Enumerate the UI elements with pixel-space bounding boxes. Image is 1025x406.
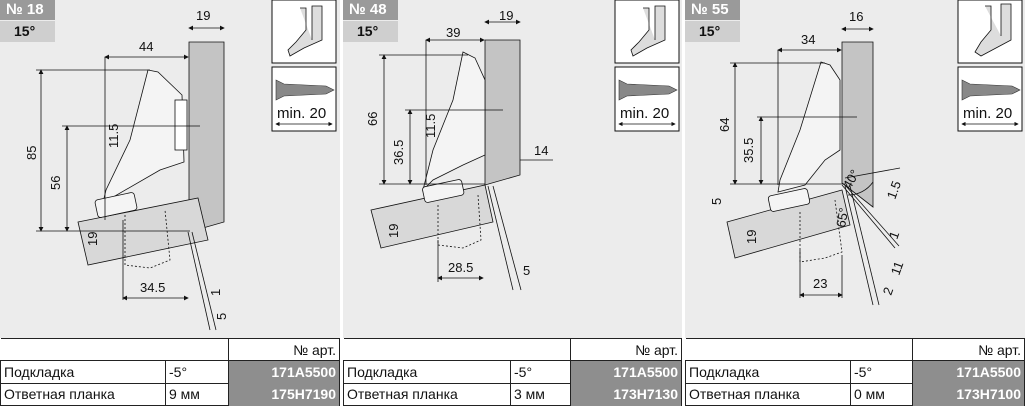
row-value: 0 мм — [850, 382, 913, 406]
article-table: № арт. Подкладка-5°171A5500 Ответная пла… — [685, 337, 1025, 406]
dim-height-total: 85 — [24, 146, 39, 160]
dim-door: 19 — [744, 230, 759, 244]
article-number: 173H7130 — [570, 383, 682, 406]
article-header: № арт. — [570, 337, 682, 362]
table-row: Подкладка-5°171A5500 — [343, 360, 682, 384]
dim-height-mid: 56 — [48, 176, 63, 190]
article-header: № арт. — [228, 337, 340, 362]
model-number-badge: № 18 — [0, 0, 55, 20]
dim-gap-a: 1.5 — [884, 179, 904, 201]
panel-55: 16 34 64 35.5 5 19 65° 40° 1.5 1 11 23 2… — [685, 0, 1025, 406]
hinge-drawing: 19 44 85 56 11.5 19 34.5 1 5 min. 20 — [24, 0, 337, 331]
row-value: -5° — [510, 360, 571, 384]
article-header: № арт. — [912, 337, 1025, 362]
row-value: 3 мм — [510, 382, 571, 406]
row-label: Подкладка — [685, 360, 851, 384]
dim-door: 19 — [386, 224, 401, 238]
screw-icon-box — [614, 66, 680, 132]
screw-icon — [961, 79, 1021, 101]
hinge-arm — [777, 61, 841, 193]
row-label: Подкладка — [0, 360, 166, 384]
dim-cup: 44 — [139, 39, 153, 54]
dim-height-total: 66 — [365, 112, 380, 126]
table-row: Подкладка-5°171A5500 — [0, 360, 340, 384]
door-panel — [77, 197, 209, 266]
model-number-badge: № 48 — [343, 0, 398, 20]
dim-wall: 16 — [849, 9, 863, 24]
article-number: 173H7100 — [912, 383, 1025, 406]
dim-gap-a: 1 — [208, 289, 223, 296]
dim-angle-a: 65° — [833, 207, 851, 229]
dim-cup: 39 — [446, 25, 460, 40]
hinge-arm — [422, 51, 486, 192]
article-number: 171A5500 — [912, 360, 1025, 384]
hinge-drawing: 16 34 64 35.5 5 19 65° 40° 1.5 1 11 23 2… — [709, 0, 1023, 306]
article-table: № арт. Подкладка-5°171A5500 Ответная пла… — [0, 337, 340, 406]
angle-badge: 15° — [0, 21, 55, 42]
dim-gap-b: 1 — [886, 229, 903, 241]
screw-length: min. 20 — [620, 105, 669, 122]
article-number: 171A5500 — [570, 360, 682, 384]
screw-icon-box — [957, 66, 1023, 132]
screw-icon-box — [271, 66, 337, 132]
screw-icon — [618, 79, 678, 101]
dim-gap-b: 5 — [214, 313, 229, 320]
row-label: Ответная планка — [0, 382, 166, 406]
dim-bore: 34.5 — [140, 280, 165, 295]
screw-length: min. 20 — [277, 105, 326, 122]
panel-48: 19 39 66 36.5 11.5 14 19 28.5 5 min. 20 … — [343, 0, 682, 406]
dim-bore: 23 — [813, 276, 827, 291]
dim-gap-d: 2 — [880, 285, 897, 297]
row-label: Ответная планка — [685, 382, 851, 406]
angle-badge: 15° — [685, 21, 740, 42]
panel-18: 19 44 85 56 11.5 19 34.5 1 5 min. 20 № 1… — [0, 0, 340, 406]
dim-height-total: 64 — [717, 118, 732, 132]
dim-height-mid: 36.5 — [391, 140, 406, 165]
row-value: -5° — [165, 360, 229, 384]
dim-gap: 5 — [523, 263, 530, 278]
cabinet-wall — [484, 39, 521, 186]
row-value: -5° — [850, 360, 913, 384]
dim-side: 14 — [534, 143, 548, 158]
table-row: Подкладка-5°171A5500 — [685, 360, 1025, 384]
dim-bore: 28.5 — [448, 260, 473, 275]
model-number-badge: № 55 — [685, 0, 740, 20]
dim-edge: 5 — [709, 198, 724, 205]
row-value: 9 мм — [165, 382, 229, 406]
dim-wall: 19 — [196, 8, 210, 23]
dim-cup: 34 — [801, 32, 815, 47]
dim-door: 19 — [85, 232, 100, 246]
row-label: Подкладка — [343, 360, 511, 384]
article-table: № арт. Подкладка-5°171A5500 Ответная пла… — [343, 337, 682, 406]
article-number: 171A5500 — [228, 360, 340, 384]
dim-offset: 11.5 — [423, 114, 438, 138]
dim-height-mid: 35.5 — [741, 138, 756, 163]
screw-icon — [275, 79, 335, 101]
cabinet-wall — [188, 41, 225, 233]
screw-length: min. 20 — [963, 105, 1012, 122]
hinge-drawing: 19 39 66 36.5 11.5 14 19 28.5 5 min. 20 — [365, 0, 680, 291]
cabinet-wall — [841, 41, 874, 208]
angle-badge: 15° — [343, 21, 398, 42]
article-number: 175H7190 — [228, 383, 340, 406]
dim-wall: 19 — [499, 8, 513, 23]
hinge-arm — [99, 69, 185, 216]
dim-gap-c: 11 — [888, 259, 907, 277]
dim-offset: 11.5 — [106, 124, 121, 148]
row-label: Ответная планка — [343, 382, 511, 406]
